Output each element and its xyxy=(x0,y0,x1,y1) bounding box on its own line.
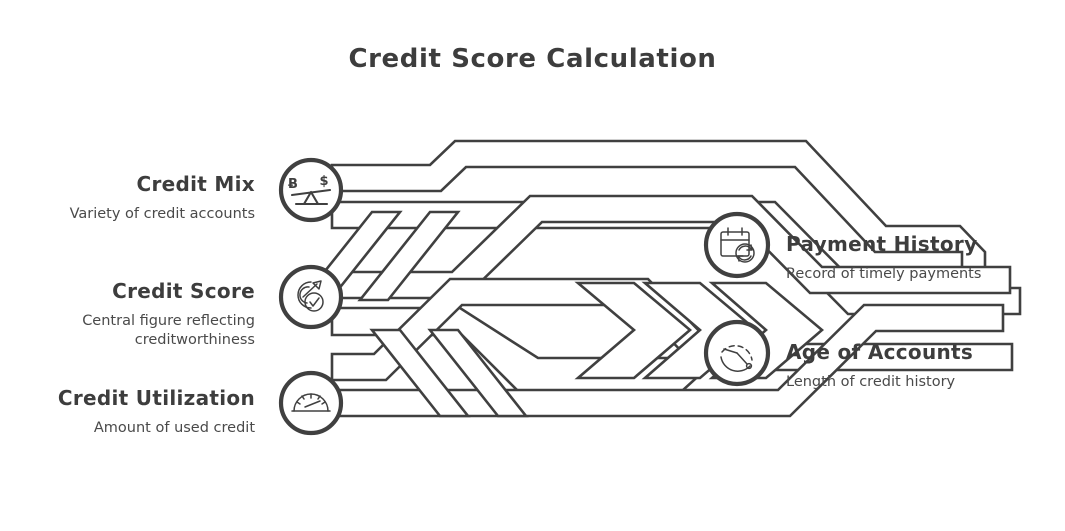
payment-history-description: Record of timely payments xyxy=(786,266,982,282)
label-credit-utilization: Credit Utilization Amount of used credit xyxy=(58,386,255,438)
label-age-of-accounts: Age of Accounts Length of credit history xyxy=(786,340,973,392)
speedometer-gauge-icon xyxy=(291,393,331,412)
credit-mix-title: Credit Mix xyxy=(136,172,255,196)
slat-accent-3 xyxy=(369,328,471,418)
node-credit-mix[interactable]: Ƀ $ xyxy=(278,157,344,223)
credit-mix-description: Variety of credit accounts xyxy=(69,206,255,222)
ribbon-group xyxy=(299,139,1022,418)
credit-utilization-title: Credit Utilization xyxy=(57,386,255,410)
credit-score-circle[interactable] xyxy=(278,264,344,330)
chevron-accent-2 xyxy=(641,281,759,380)
payment-history-title: Payment History xyxy=(786,232,978,256)
label-credit-score: Credit Score Central figure reflecting c… xyxy=(55,279,255,350)
page-title: Credit Score Calculation xyxy=(348,44,717,74)
dollar-symbol: $ xyxy=(319,174,328,189)
calendar-refresh-icon xyxy=(720,227,755,263)
age-of-accounts-description: Length of credit history xyxy=(786,374,956,390)
balance-scale-bitcoin-dollar-icon: Ƀ $ xyxy=(288,174,332,206)
chevron-accent-1 xyxy=(574,281,693,380)
credit-score-title: Credit Score xyxy=(112,279,255,303)
node-payment-history[interactable] xyxy=(703,211,771,279)
node-credit-score[interactable] xyxy=(278,264,344,330)
node-credit-utilization[interactable] xyxy=(278,370,344,436)
age-of-accounts-title: Age of Accounts xyxy=(786,340,974,364)
credit-score-description: Central figure reflecting creditworthine… xyxy=(82,313,255,348)
credit-utilization-circle[interactable] xyxy=(278,370,344,436)
bitcoin-symbol: Ƀ xyxy=(288,177,298,192)
slat-accent-4 xyxy=(427,328,529,418)
clock-dashed-icon xyxy=(720,344,753,372)
slat-accent-2 xyxy=(357,210,461,302)
node-age-of-accounts[interactable] xyxy=(703,319,771,387)
label-payment-history: Payment History Record of timely payment… xyxy=(786,232,981,284)
payment-history-circle[interactable] xyxy=(703,211,771,279)
target-arrow-check-icon xyxy=(297,280,324,312)
credit-utilization-description: Amount of used credit xyxy=(93,420,255,436)
label-credit-mix: Credit Mix Variety of credit accounts xyxy=(70,172,255,224)
